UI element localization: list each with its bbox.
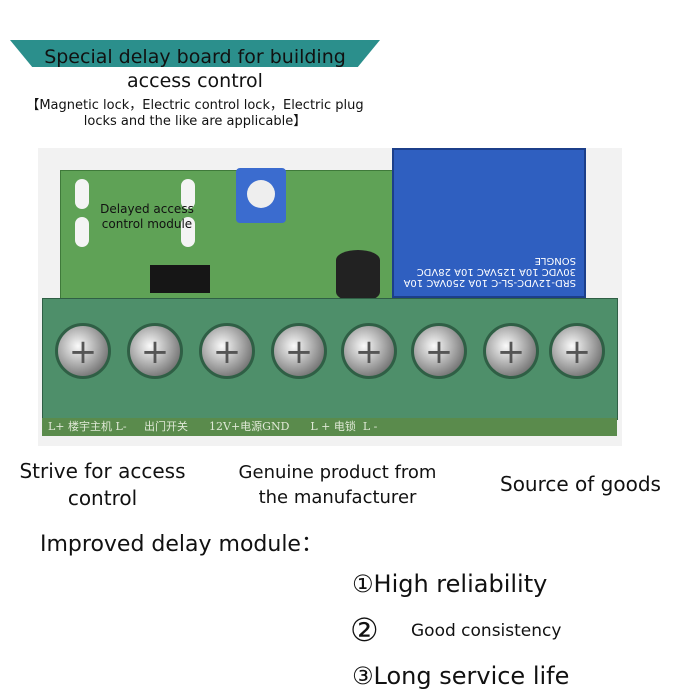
feature-item-3: ③Long service life	[352, 662, 570, 690]
screw-terminal	[127, 323, 183, 379]
potentiometer	[236, 168, 286, 223]
screw-terminal	[199, 323, 255, 379]
screw-terminal	[549, 323, 605, 379]
screw-terminal	[411, 323, 467, 379]
optocoupler-chip	[150, 265, 210, 293]
screw-terminal	[271, 323, 327, 379]
capacitor	[336, 250, 380, 302]
terminal-block	[42, 298, 618, 420]
feature-item-1: ①High reliability	[352, 570, 548, 598]
module-heading: Improved delay module：	[40, 532, 323, 557]
feature-left: Strive for access control	[19, 459, 186, 510]
screw-terminal	[341, 323, 397, 379]
title-line-2: access control	[127, 70, 263, 92]
screw-terminal	[483, 323, 539, 379]
subtitle: 【Magnetic lock，Electric control lock，Ele…	[26, 98, 364, 129]
feature-middle: Genuine product from the manufacturer	[238, 462, 437, 508]
module-label: Delayed access control module	[100, 202, 194, 231]
feature-item-2-number: ②	[350, 611, 379, 649]
feature-item-2: Good consistency	[411, 621, 562, 641]
screw-terminal	[55, 323, 111, 379]
terminal-labels: L+ 楼宇主机 L- 出门开关 12V+电源GND L + 电锁 L -	[42, 418, 617, 436]
relay: SRD-12VDC-SL-C 10A 250VAC 10A 30VDC 10A …	[392, 148, 586, 298]
feature-right: Source of goods	[500, 472, 661, 496]
title-banner	[10, 40, 380, 67]
title-line-1: Special delay board for building	[44, 46, 346, 68]
